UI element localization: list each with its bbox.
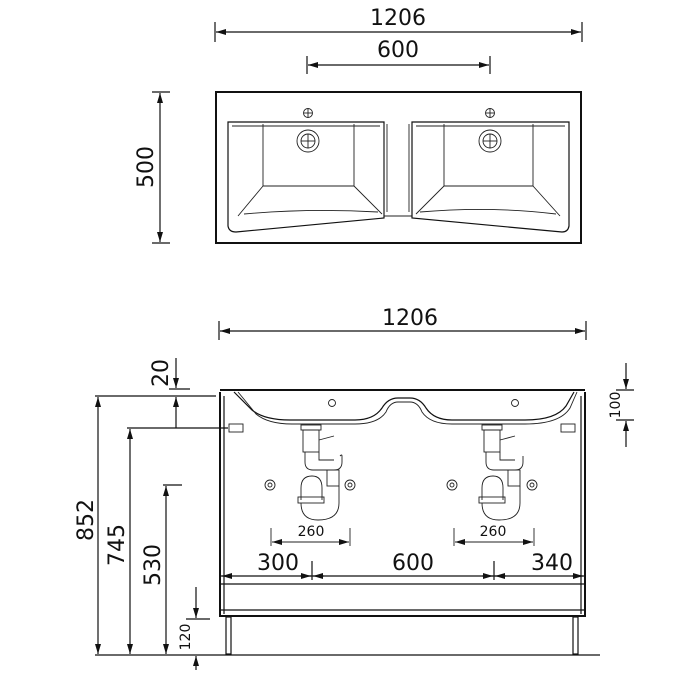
offset-left-label: 300 bbox=[257, 551, 299, 576]
right-siphon bbox=[446, 424, 538, 521]
top-view: 1206 600 500 bbox=[134, 6, 583, 244]
right-valve-icon-2 bbox=[526, 479, 538, 491]
front-view: 1206 20 100 852 745 bbox=[74, 306, 634, 670]
top-thickness-dimension: 20 bbox=[149, 358, 190, 428]
left-wall-bracket bbox=[228, 423, 244, 433]
left-trap-width-label: 260 bbox=[298, 524, 325, 540]
front-width-dimension: 1206 bbox=[218, 306, 587, 340]
top-depth-dimension: 500 bbox=[134, 91, 170, 244]
top-tap-spacing-dimension: 600 bbox=[306, 38, 491, 74]
counter-height-label: 745 bbox=[105, 524, 130, 566]
drain-height-dimension: 530 bbox=[141, 484, 182, 654]
drain-height-label: 530 bbox=[141, 544, 166, 586]
drain-offset-dimensions: 300 600 340 bbox=[221, 551, 584, 580]
basin-divider bbox=[383, 124, 413, 217]
left-valve-icon-2 bbox=[344, 479, 356, 491]
total-height-dimension: 852 bbox=[74, 395, 216, 654]
total-height-label: 852 bbox=[74, 499, 99, 541]
bowl-depth-dimension: 100 bbox=[608, 363, 634, 447]
top-thickness-label: 20 bbox=[149, 359, 174, 387]
top-width-dimension: 1206 bbox=[214, 6, 583, 42]
countertop-outline bbox=[215, 91, 582, 244]
top-depth-label: 500 bbox=[134, 146, 159, 188]
bowl-depth-label: 100 bbox=[608, 392, 624, 419]
top-tap-spacing-label: 600 bbox=[377, 38, 419, 63]
right-overflow-hole-icon bbox=[511, 399, 519, 407]
counter-height-dimension: 745 bbox=[105, 427, 228, 654]
right-basin-top bbox=[411, 108, 570, 233]
top-width-label: 1206 bbox=[370, 6, 426, 31]
left-leg bbox=[225, 616, 232, 655]
left-drain-icon bbox=[296, 129, 320, 153]
left-basin-top bbox=[227, 108, 385, 233]
offset-right-label: 340 bbox=[531, 551, 573, 576]
right-trap-width-dimension: 260 bbox=[453, 524, 535, 546]
front-width-label: 1206 bbox=[382, 306, 438, 331]
right-valve-icon bbox=[446, 479, 458, 491]
drain-spacing-label: 600 bbox=[392, 551, 434, 576]
left-valve-icon bbox=[264, 479, 276, 491]
right-wall-bracket bbox=[560, 423, 576, 433]
leg-height-dimension: 120 bbox=[178, 587, 210, 670]
cabinet bbox=[219, 392, 586, 655]
leg-height-label: 120 bbox=[178, 624, 194, 651]
left-trap-width-dimension: 260 bbox=[270, 524, 351, 546]
basin-profile bbox=[220, 389, 585, 425]
left-siphon bbox=[264, 424, 356, 521]
right-leg bbox=[572, 616, 579, 655]
right-trap-width-label: 260 bbox=[480, 524, 507, 540]
left-overflow-hole-icon bbox=[328, 399, 336, 407]
right-drain-icon bbox=[478, 129, 502, 153]
